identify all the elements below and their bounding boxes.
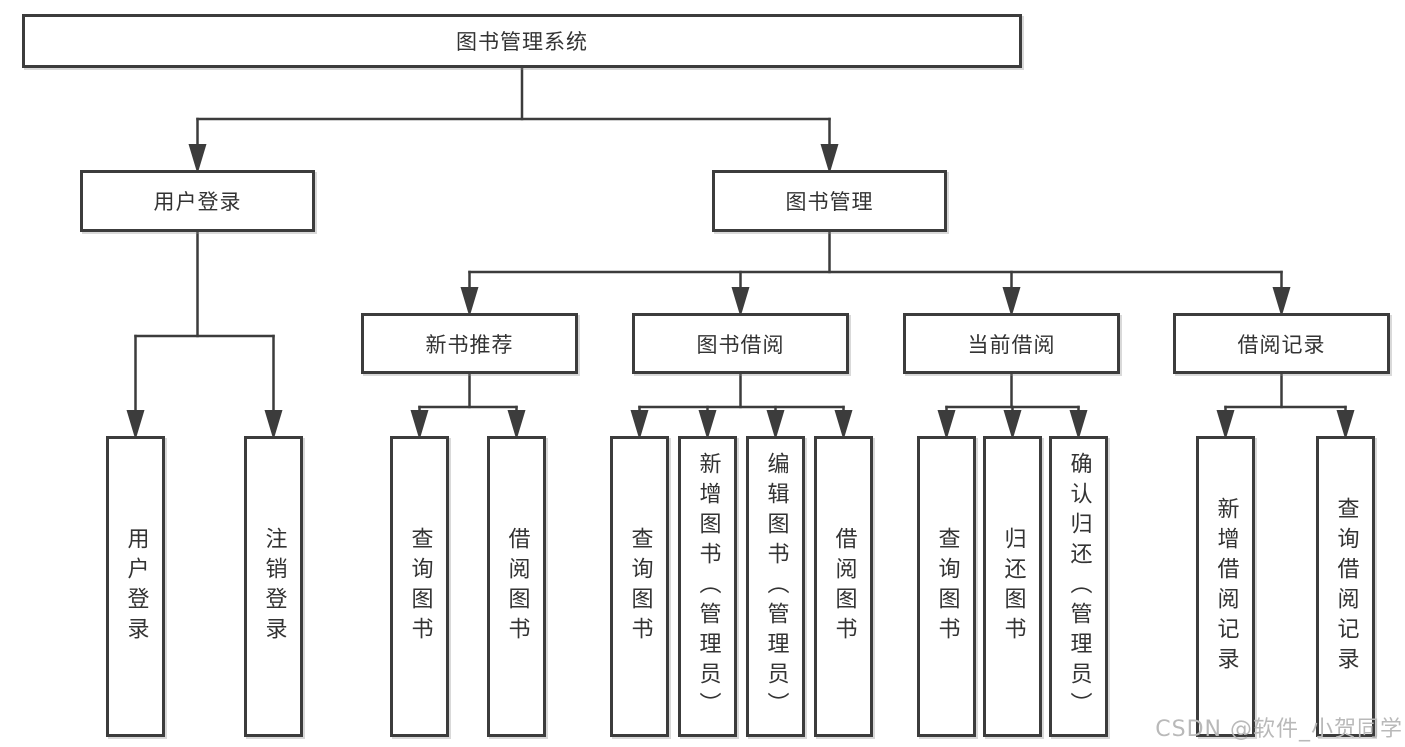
arrowhead-icon [1336, 410, 1355, 440]
node-login-logout: 注销登录 [244, 436, 303, 737]
node-borrow: 图书借阅 [632, 313, 849, 374]
node-label-records-query: 查询借阅记录 [1333, 496, 1359, 677]
arrowhead-icon [507, 410, 526, 440]
arrowhead-icon [731, 287, 750, 317]
node-label-cur-confirm: 确认归还（管理员） [1066, 451, 1092, 722]
node-cur-confirm: 确认归还（管理员） [1049, 436, 1108, 737]
arrowhead-icon [264, 410, 283, 440]
arrowhead-icon [630, 410, 649, 440]
arrowhead-icon [1272, 287, 1291, 317]
arrowhead-icon [126, 410, 145, 440]
node-login-user: 用户登录 [106, 436, 165, 737]
arrowhead-icon [698, 410, 717, 440]
node-cur-query: 查询图书 [917, 436, 976, 737]
node-label-borrow-edit: 编辑图书（管理员） [763, 451, 789, 722]
node-records: 借阅记录 [1173, 313, 1390, 374]
node-label-books: 图书管理 [785, 190, 874, 214]
arrowhead-icon [1216, 410, 1235, 440]
node-label-borrow-query: 查询图书 [627, 526, 653, 647]
arrowhead-icon [937, 410, 956, 440]
node-borrow-edit: 编辑图书（管理员） [746, 436, 805, 737]
node-books: 图书管理 [712, 170, 947, 232]
node-label-records-add: 新增借阅记录 [1213, 496, 1239, 677]
node-label-borrow: 图书借阅 [696, 332, 785, 357]
arrowhead-icon [820, 144, 839, 174]
node-label-login: 用户登录 [153, 190, 242, 214]
node-root: 图书管理系统 [22, 14, 1022, 68]
node-label-rec-borrow: 借阅图书 [504, 526, 530, 647]
node-recommend: 新书推荐 [361, 313, 578, 374]
arrowhead-icon [1069, 410, 1088, 440]
node-label-login-logout: 注销登录 [261, 526, 287, 647]
node-label-login-user: 用户登录 [123, 526, 149, 647]
node-records-query: 查询借阅记录 [1316, 436, 1375, 737]
node-records-add: 新增借阅记录 [1196, 436, 1255, 737]
node-label-recommend: 新书推荐 [425, 332, 514, 357]
arrowhead-icon [1003, 410, 1022, 440]
node-borrow-borrow: 借阅图书 [814, 436, 873, 737]
arrowhead-icon [460, 287, 479, 317]
node-label-records: 借阅记录 [1237, 332, 1326, 357]
arrowhead-icon [766, 410, 785, 440]
arrowhead-icon [1002, 287, 1021, 317]
node-rec-query: 查询图书 [390, 436, 449, 737]
arrowhead-icon [188, 144, 207, 174]
node-label-rec-query: 查询图书 [407, 526, 433, 647]
node-label-cur-query: 查询图书 [934, 526, 960, 647]
node-label-borrow-add: 新增图书（管理员） [695, 451, 721, 722]
node-rec-borrow: 借阅图书 [487, 436, 546, 737]
arrowhead-icon [410, 410, 429, 440]
node-label-root: 图书管理系统 [456, 30, 588, 54]
node-borrow-add: 新增图书（管理员） [678, 436, 737, 737]
node-current: 当前借阅 [903, 313, 1120, 374]
node-login: 用户登录 [80, 170, 315, 232]
arrowhead-icon [834, 410, 853, 440]
node-borrow-query: 查询图书 [610, 436, 669, 737]
node-label-borrow-borrow: 借阅图书 [831, 526, 857, 647]
node-cur-return: 归还图书 [983, 436, 1042, 737]
node-label-cur-return: 归还图书 [1000, 526, 1026, 647]
node-label-current: 当前借阅 [967, 332, 1056, 357]
